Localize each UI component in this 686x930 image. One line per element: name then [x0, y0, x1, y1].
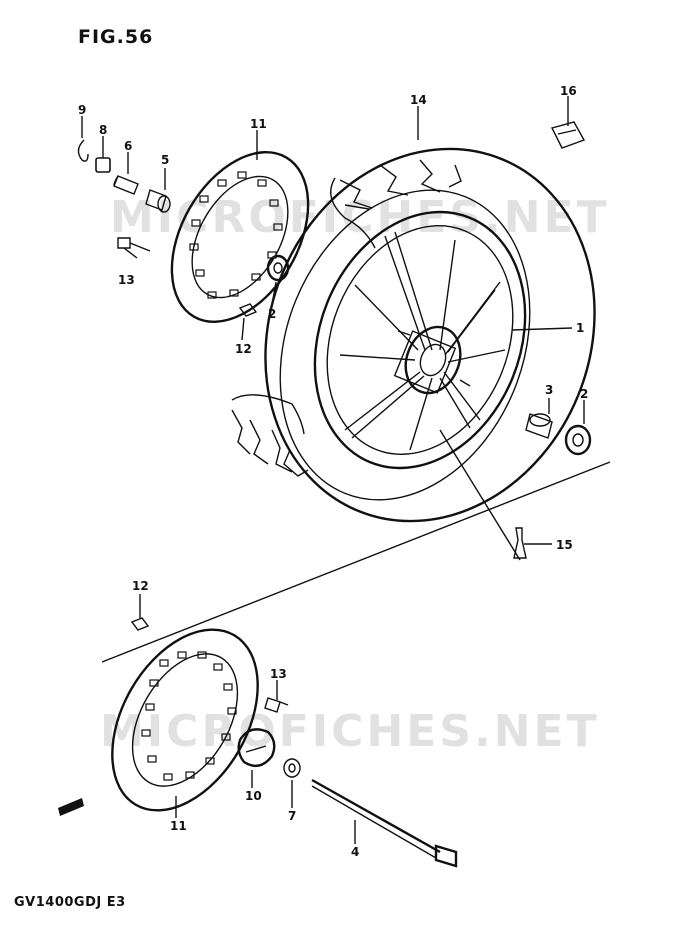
model-code-footer: GV1400GDJ E3 — [14, 895, 126, 910]
figure-title: FIG.56 — [78, 26, 154, 48]
gearbox-part — [237, 728, 276, 768]
nut-part — [95, 157, 111, 173]
callout-16: 16 — [560, 84, 577, 98]
lock-washer-upper — [238, 303, 258, 317]
bearing-upper — [266, 254, 290, 282]
callout-7: 7 — [288, 809, 296, 823]
callout-4: 4 — [351, 845, 359, 859]
clip-part — [550, 121, 586, 149]
callout-1: 1 — [576, 321, 584, 335]
disc-bolt-lower — [264, 697, 289, 713]
axis-line — [101, 461, 611, 663]
callout-11-upper: 11 — [250, 117, 267, 131]
callout-6: 6 — [124, 139, 132, 153]
rim-part — [313, 210, 527, 470]
callout-9: 9 — [78, 103, 86, 117]
callout-8: 8 — [99, 123, 107, 137]
axle-part — [311, 778, 441, 854]
collar-part — [145, 189, 167, 211]
front-arrow-icon — [58, 798, 84, 816]
leader-lines — [81, 96, 585, 844]
callout-13-lower: 13 — [270, 667, 287, 681]
callout-10: 10 — [245, 789, 262, 803]
lock-washer-lower — [130, 617, 150, 631]
callout-12-upper: 12 — [235, 342, 252, 356]
callout-3: 3 — [545, 383, 553, 397]
valve-part — [513, 527, 527, 559]
callout-13-upper: 13 — [118, 273, 135, 287]
washer-part — [283, 758, 301, 778]
small-parts — [77, 121, 592, 868]
watermark-bottom: MICROFICHES.NET — [100, 706, 600, 757]
spacer-right — [525, 413, 553, 439]
callout-12-lower: 12 — [132, 579, 149, 593]
spacer-part — [113, 175, 139, 195]
callout-2-right: 2 — [580, 387, 588, 401]
circlip-part — [77, 139, 89, 162]
callout-15: 15 — [556, 538, 573, 552]
tire-part — [231, 147, 596, 523]
callout-14: 14 — [410, 93, 427, 107]
bearing-right — [564, 424, 592, 456]
brake-disc-upper — [170, 151, 310, 323]
callout-5: 5 — [161, 153, 169, 167]
disc-bolt-upper — [117, 237, 151, 252]
callout-11-lower: 11 — [170, 819, 187, 833]
callout-2-upper: 2 — [268, 307, 276, 321]
